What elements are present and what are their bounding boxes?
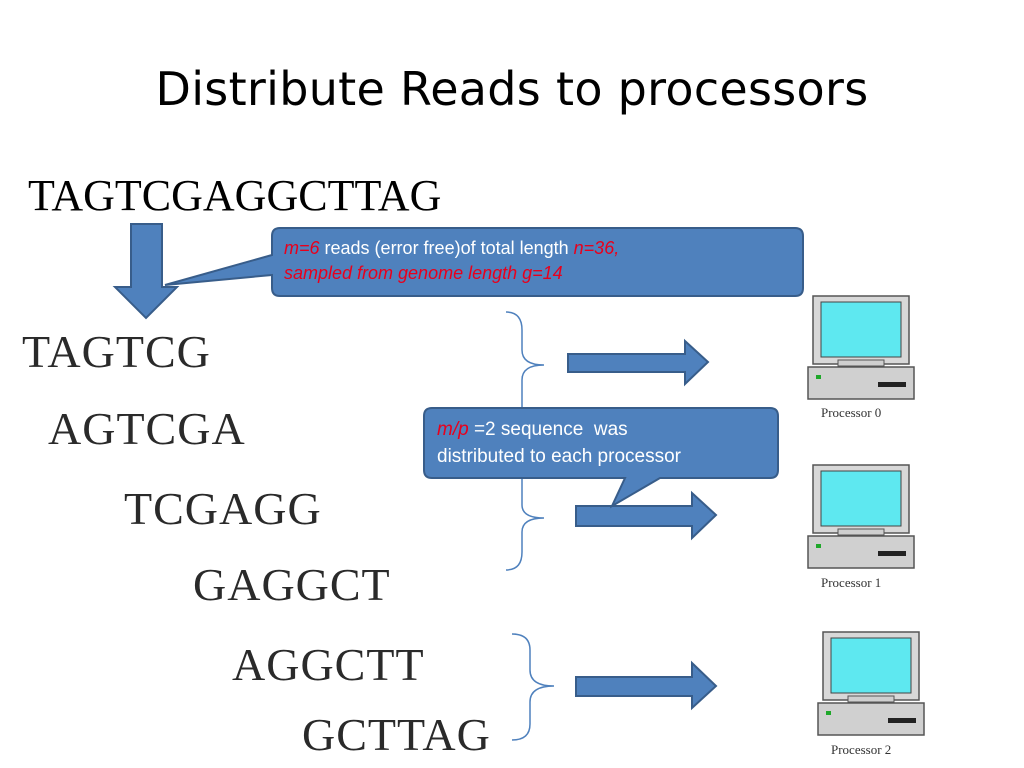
callout-distribution-text: m/p =2 sequence was distributed to each … <box>437 416 772 470</box>
n-value: n=36, <box>573 238 620 258</box>
processor-label-2: Processor 2 <box>831 742 892 757</box>
computer-icon-processor-1 <box>807 464 915 569</box>
slide-title: Distribute Reads to processors <box>155 62 869 116</box>
callout-distribution-shape <box>423 407 779 509</box>
callout-reads-text: m=6 reads (error free)of total length n=… <box>284 236 794 286</box>
read-6: GCTTAG <box>302 709 491 760</box>
arrow-to-processor-1 <box>575 490 718 541</box>
computer-icon-processor-2 <box>817 631 925 736</box>
arrow-to-processor-2 <box>575 660 718 711</box>
processor-label-1: Processor 1 <box>821 575 882 590</box>
read-2: AGTCGA <box>48 403 246 454</box>
arrow-to-processor-0 <box>567 338 710 387</box>
brace-processor-2 <box>511 633 555 741</box>
m-value: m=6 <box>284 238 320 258</box>
genome-sequence: TAGTCGAGGCTTAG <box>28 171 442 220</box>
callout-reads-shape <box>164 227 804 297</box>
read-3: TCGAGG <box>124 483 322 534</box>
read-1: TAGTCG <box>22 326 211 377</box>
mp-value: m/p <box>437 419 469 440</box>
callout-distribution-line2: distributed to each processor <box>437 446 681 467</box>
callout-reads-line2: sampled from genome length g=14 <box>284 263 563 283</box>
down-arrow <box>112 223 180 320</box>
callout-reads-line1: reads (error free)of total length <box>319 238 574 258</box>
callout-distribution-line1: =2 sequence was <box>468 419 628 440</box>
read-5: AGGCTT <box>232 639 425 690</box>
read-4: GAGGCT <box>193 559 391 610</box>
computer-icon-processor-0 <box>807 295 915 400</box>
processor-label-0: Processor 0 <box>821 405 882 420</box>
